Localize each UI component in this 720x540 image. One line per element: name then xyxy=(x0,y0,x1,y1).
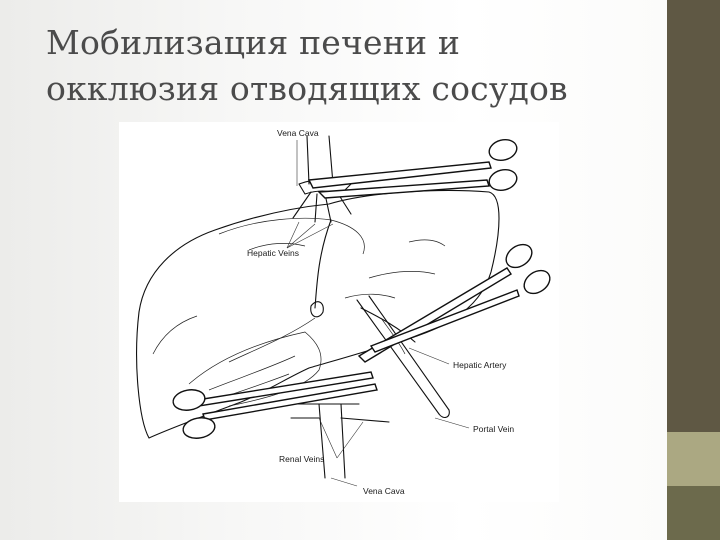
vena-cava-lower xyxy=(291,404,389,478)
slide-title-line-1: Мобилизация печени и xyxy=(46,20,646,66)
clamp-lower xyxy=(172,372,377,441)
clamp-upper xyxy=(309,137,519,198)
label-vena-cava-top: Vena Cava xyxy=(277,128,319,138)
liver-diagram: Vena Cava Hepatic Veins Hepatic Artery P… xyxy=(119,122,559,502)
clamp-middle xyxy=(359,240,554,362)
liver-diagram-drawing: Vena Cava Hepatic Veins Hepatic Artery P… xyxy=(119,122,559,502)
label-portal-vein: Portal Vein xyxy=(473,424,514,434)
sidebar-accent-light xyxy=(667,432,720,486)
sidebar-accent-dark xyxy=(667,486,720,540)
label-renal-veins: Renal Veins xyxy=(279,454,324,464)
slide-title-line-2: окклюзия отводящих сосудов xyxy=(46,66,646,112)
label-hepatic-artery: Hepatic Artery xyxy=(453,360,507,370)
label-hepatic-veins: Hepatic Veins xyxy=(247,248,299,258)
slide-title: Мобилизация печени и окклюзия отводящих … xyxy=(46,20,646,112)
label-vena-cava-bottom: Vena Cava xyxy=(363,486,405,496)
